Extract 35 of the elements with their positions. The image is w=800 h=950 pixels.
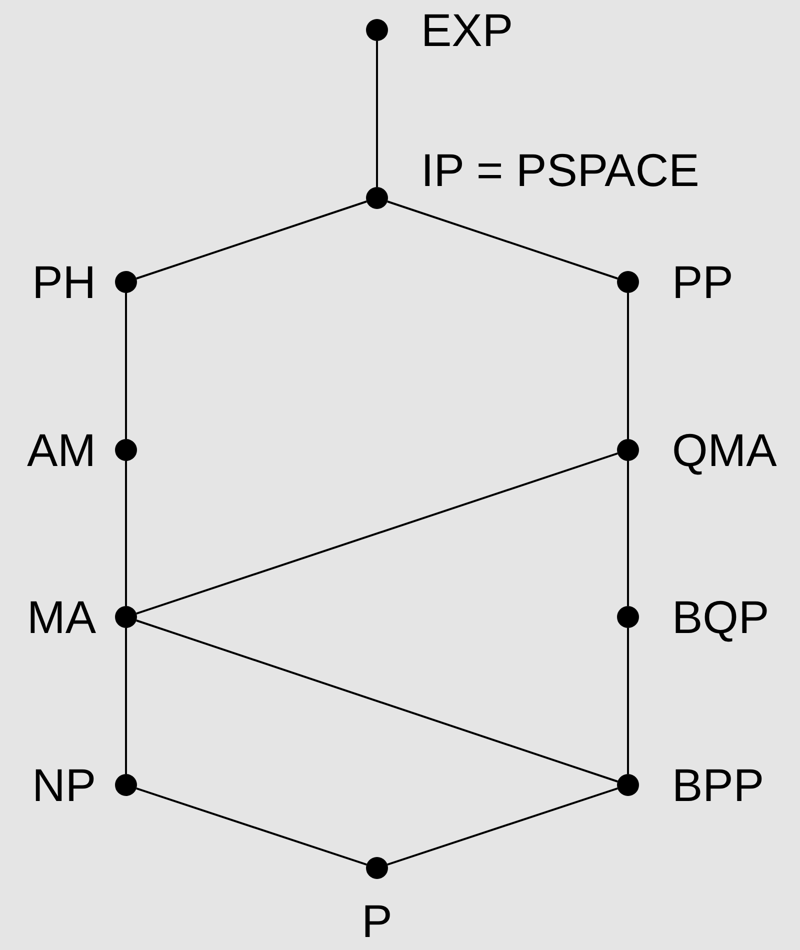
dot [115,606,137,628]
node-label: PH [32,259,96,305]
dot [366,19,388,41]
connector-line [125,628,127,774]
dot [115,774,137,796]
node-label: EXP [421,7,514,53]
dot [617,271,639,293]
connector-line [627,628,629,774]
dot [617,439,639,461]
connector-line [136,452,618,614]
dot [366,857,388,879]
node-label: PP [672,259,734,305]
dot [366,187,388,209]
connector-line [136,620,618,782]
node-label: AM [27,427,96,473]
connector-line [125,293,127,439]
node-label: P [362,898,392,944]
node-label: MA [27,594,96,640]
dot [617,774,639,796]
node-label: BQP [672,594,770,640]
node-label: NP [32,762,96,808]
node-label: IP = PSPACE [421,147,700,193]
connector-line [136,200,367,280]
connector-line [136,788,367,866]
connector-line [125,461,127,606]
node-label: BPP [672,762,764,808]
connector-line [627,293,629,439]
dot [617,606,639,628]
connector-line [376,41,378,187]
connector-line [627,461,629,606]
node-label: QMA [672,427,777,473]
connector-line [387,200,618,280]
connector-line [387,788,618,866]
dot [115,271,137,293]
dot [115,439,137,461]
